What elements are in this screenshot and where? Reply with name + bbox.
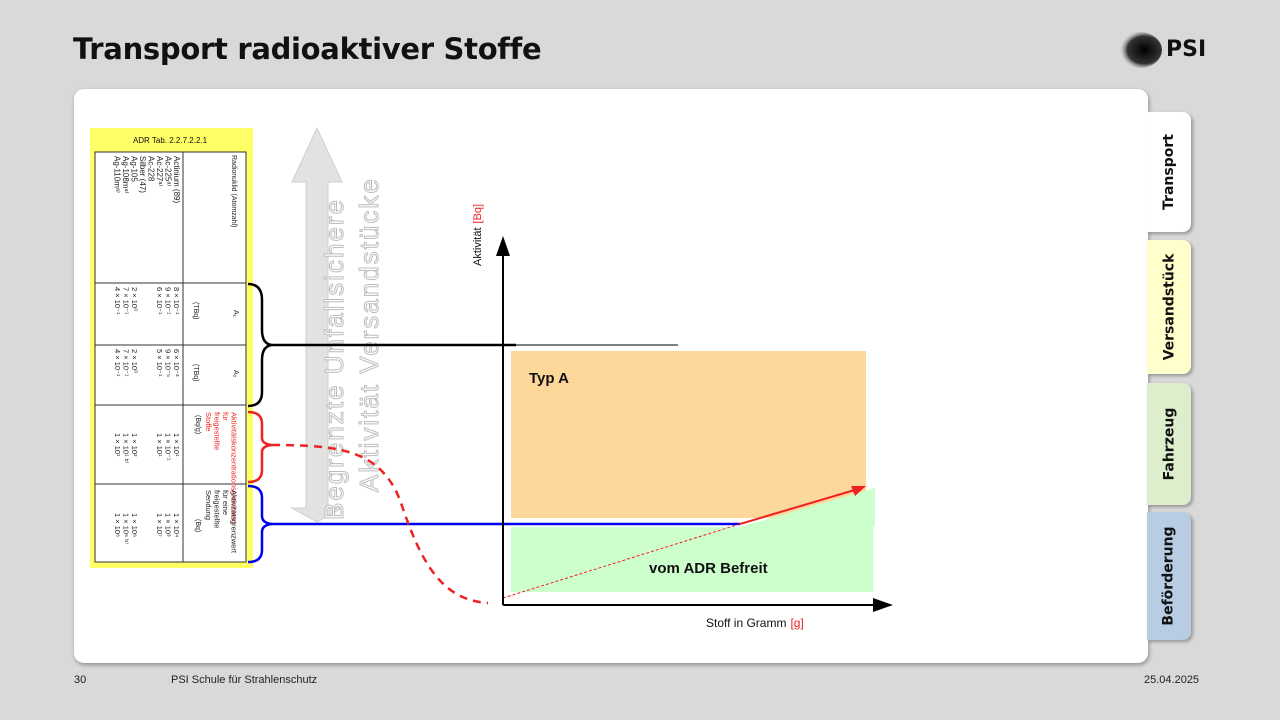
tab-versandstueck-label: Versandstück <box>1161 253 1177 361</box>
tab-transport[interactable]: Transport <box>1147 112 1191 232</box>
tab-fahrzeug-label: Fahrzeug <box>1161 407 1178 481</box>
tab-versandstueck[interactable]: Versandstück <box>1147 240 1191 374</box>
content-card <box>74 89 1148 663</box>
slide-title: Transport radioaktiver Stoffe <box>73 32 542 66</box>
psi-logo: PSI <box>1112 28 1212 72</box>
tab-transport-label: Transport <box>1161 134 1177 210</box>
tab-befoerderung-label: Beförderung <box>1161 526 1177 626</box>
psi-logo-text: PSI <box>1166 37 1207 62</box>
tab-fahrzeug[interactable]: Fahrzeug <box>1147 383 1191 505</box>
tab-befoerderung[interactable]: Beförderung <box>1147 512 1191 640</box>
footer-organization: PSI Schule für Strahlenschutz <box>171 674 318 686</box>
footer-date: 25.04.2025 <box>1144 674 1200 686</box>
psi-logo-mark-icon <box>1118 32 1162 68</box>
footer-page-number: 30 <box>74 674 87 686</box>
